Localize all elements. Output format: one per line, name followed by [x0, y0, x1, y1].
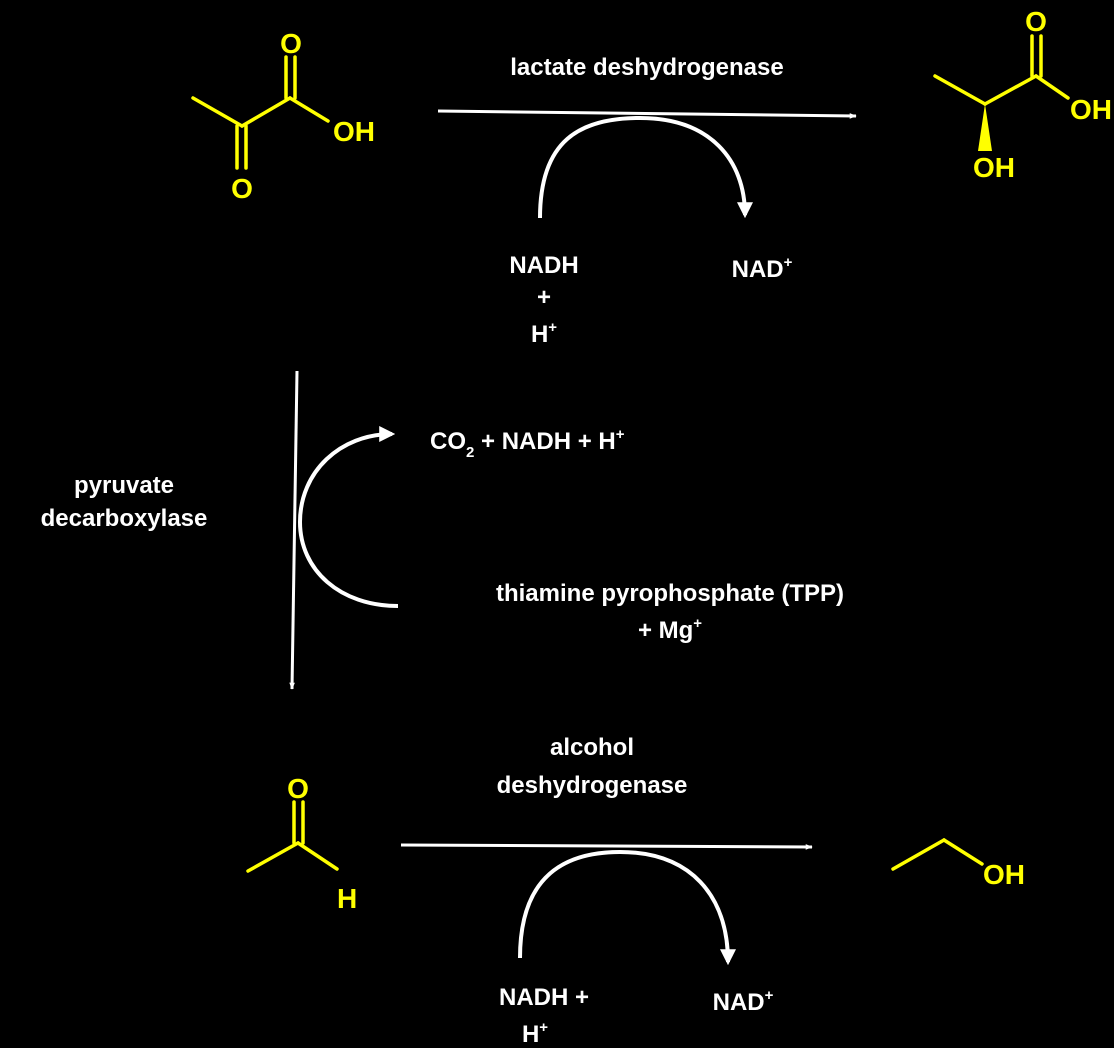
lactate-oh-bottom: OH: [973, 152, 1015, 183]
lactate-molecule: O OH OH: [933, 6, 1112, 183]
pyruvate-o-bottom: O: [231, 173, 253, 204]
lactate-oh-right: OH: [1070, 94, 1112, 125]
acetaldehyde-molecule: O H: [246, 773, 357, 914]
reaction-2: pyruvate decarboxylase CO2 + NADH + H+ t…: [41, 370, 844, 690]
pyruvate-oh: OH: [333, 116, 375, 147]
reaction-2-arrow: [289, 370, 299, 690]
nad-plus-label-2: NAD+: [713, 987, 774, 1016]
h-plus-label: H+: [531, 319, 557, 348]
alcohol-dehydrogenase-label-2: deshydrogenase: [497, 772, 688, 799]
ethanol-oh: OH: [983, 859, 1025, 890]
reaction-3-arrow: [400, 843, 813, 850]
mg-label: + Mg+: [638, 615, 702, 644]
reaction-3: alcohol deshydrogenase NADH + H+ NAD+: [400, 734, 813, 1048]
pyruvate-decarboxylase-label-1: pyruvate: [74, 472, 174, 499]
h-plus-label-2: H+: [522, 1019, 548, 1048]
acetaldehyde-o: O: [287, 773, 309, 804]
pyruvate-molecule: O O OH: [191, 28, 375, 204]
co2-nadh-label: CO2 + NADH + H+: [430, 426, 625, 461]
reaction-1: lactate deshydrogenase NADH + H+ NAD+: [437, 54, 857, 348]
reaction-1-arrow: [437, 109, 857, 119]
ethanol-molecule: OH: [891, 838, 1025, 890]
reaction-3-cofactor-arc: [518, 849, 736, 966]
nadh-plus-label: NADH +: [499, 984, 589, 1011]
acetaldehyde-h: H: [337, 883, 357, 914]
alcohol-dehydrogenase-label-1: alcohol: [550, 734, 634, 761]
nadh-label: NADH: [509, 252, 578, 279]
nad-plus-label: NAD+: [732, 254, 793, 283]
pyruvate-decarboxylase-label-2: decarboxylase: [41, 505, 208, 532]
tpp-label: thiamine pyrophosphate (TPP): [496, 580, 844, 607]
reaction-2-cofactor-arc: [297, 426, 399, 608]
lactate-dehydrogenase-label: lactate deshydrogenase: [510, 54, 783, 81]
reaction-1-cofactor-arc: [538, 115, 753, 219]
wedge-bond: [978, 104, 992, 151]
plus-label: +: [537, 284, 551, 311]
lactate-o-top: O: [1025, 6, 1047, 37]
pyruvate-o-top: O: [280, 28, 302, 59]
